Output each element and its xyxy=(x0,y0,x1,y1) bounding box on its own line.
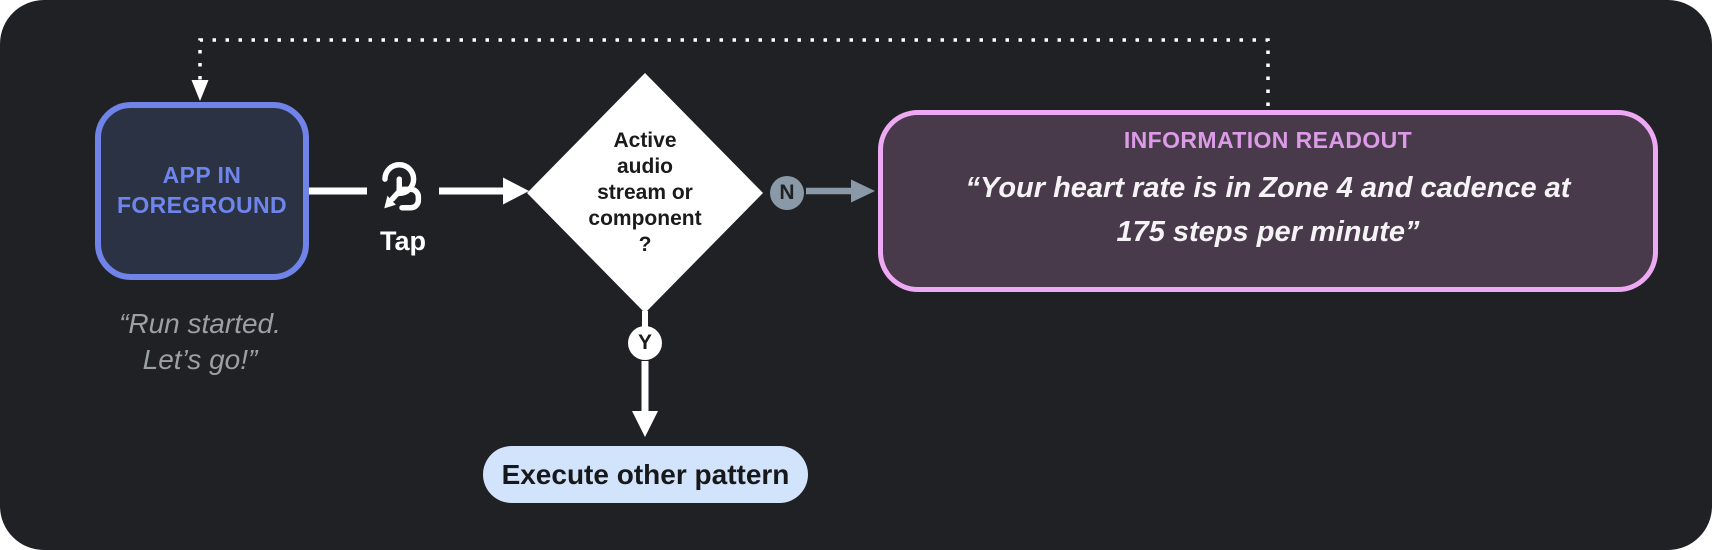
readout-title: INFORMATION READOUT xyxy=(1123,127,1413,153)
app-node-caption: “Run started. Let’s go!” xyxy=(119,308,281,376)
action-label: Execute other pattern xyxy=(501,458,790,490)
information-readout-node: INFORMATION READOUT “Your heart rate is … xyxy=(878,110,1658,292)
yes-branch-badge: Y xyxy=(628,326,662,360)
tap-gesture-icon xyxy=(382,162,422,211)
app-node-label: APP IN FOREGROUND xyxy=(116,162,288,218)
no-branch-badge: N xyxy=(770,176,804,210)
decision-question: Active audio stream or component ? xyxy=(588,128,702,257)
app-in-foreground-node: APP IN FOREGROUND xyxy=(95,102,309,280)
readout-quote: “Your heart rate is in Zone 4 and cadenc… xyxy=(965,172,1571,248)
tap-label: Tap xyxy=(380,226,426,256)
execute-other-pattern-node: Execute other pattern xyxy=(483,446,808,503)
